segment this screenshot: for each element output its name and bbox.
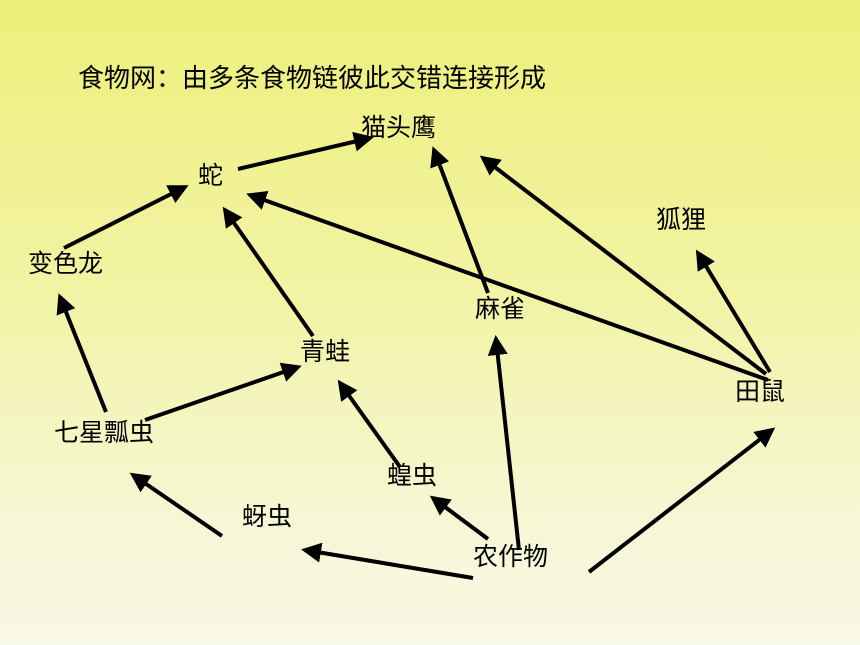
slide-title: 食物网：由多条食物链彼此交错连接形成 <box>78 64 547 94</box>
node-frog: 青蛙 <box>300 337 351 366</box>
arrow-vole-to-snake <box>246 190 769 382</box>
arrow-crops-to-locust <box>429 495 490 541</box>
arrow-chameleon-to-snake <box>63 185 189 250</box>
node-aphid: 蚜虫 <box>242 502 293 531</box>
arrow-snake-to-owl <box>237 131 374 171</box>
arrow-vole-to-owl <box>479 155 768 376</box>
arrow-aphid-to-ladybug <box>129 472 224 538</box>
node-sparrow: 麻雀 <box>475 294 526 323</box>
node-fox: 狐狸 <box>656 205 707 234</box>
arrow-crops-to-sparrow <box>487 335 521 551</box>
node-locust: 蝗虫 <box>387 461 438 490</box>
arrow-frog-to-snake <box>222 206 315 338</box>
node-ladybug: 七星瓢虫 <box>54 418 155 447</box>
node-snake: 蛇 <box>198 161 224 190</box>
node-vole: 田鼠 <box>735 377 786 406</box>
arrow-ladybug-to-frog <box>144 362 302 422</box>
node-chameleon: 变色龙 <box>28 249 104 278</box>
arrow-ladybug-to-chameleon <box>56 293 108 413</box>
arrow-sparrow-to-owl <box>430 146 490 294</box>
node-owl: 猫头鹰 <box>361 113 437 142</box>
arrow-crops-to-aphid <box>301 542 474 580</box>
arrow-locust-to-frog <box>337 379 402 469</box>
arrow-vole-to-fox <box>695 249 772 374</box>
arrow-crops-to-vole <box>587 427 776 574</box>
node-crops: 农作物 <box>473 542 549 571</box>
